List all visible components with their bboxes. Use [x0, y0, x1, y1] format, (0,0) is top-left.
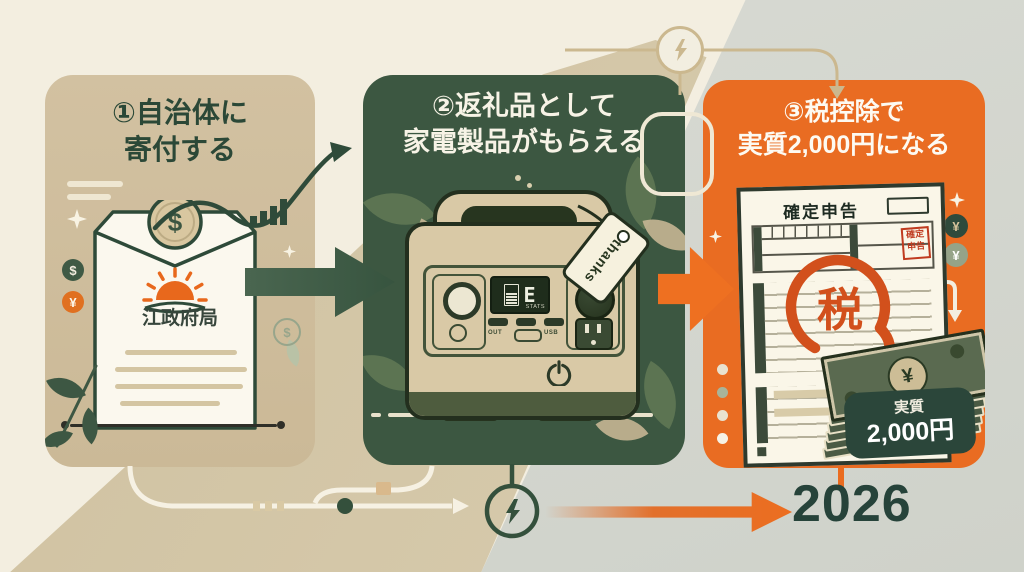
ground-dash: [371, 413, 381, 417]
decor-dot: [717, 364, 728, 375]
battery-display: E STATS: [490, 276, 550, 314]
ac-outlet-icon: [575, 318, 613, 350]
decor-dot: [717, 433, 728, 444]
control-panel: E STATS OUT USB: [423, 265, 625, 357]
down-arrowhead-icon: [829, 86, 845, 99]
port-slot: [544, 318, 564, 326]
flashlight-panel: [432, 274, 486, 350]
orange-connector-stub: [838, 466, 844, 490]
battery-icon: [504, 284, 520, 306]
document-text-line: [115, 384, 243, 389]
baseline: [70, 424, 277, 427]
municipality-name: 江政府局: [141, 308, 218, 329]
step3-title: ③税控除で 実質2,000円になる: [703, 96, 985, 162]
decor-dot: [717, 410, 728, 421]
display-value: E: [523, 283, 536, 307]
step2-title-line1: ②返礼品として: [431, 91, 617, 121]
step2-title-line2: 家電製品がもらえる: [402, 126, 646, 157]
power-symbol-icon: [546, 360, 572, 386]
dollar-coin-icon: $: [62, 259, 84, 281]
port-slot: [516, 318, 536, 326]
decor-dot: [515, 175, 521, 181]
step1-title-line1: ①自治体に: [112, 97, 248, 128]
document-title-box: [886, 196, 930, 215]
yen-symbol: ¥: [69, 294, 77, 310]
sun-logo-icon: [142, 267, 208, 314]
elbow-down-arrow: [923, 280, 962, 322]
yen-coin-icon: ¥: [62, 291, 84, 313]
right-arrowhead-icon: [453, 498, 469, 514]
route-node-dot: [337, 498, 353, 514]
step3-title-line1: ③税控除で: [783, 98, 905, 126]
decor-line: [67, 181, 123, 187]
baseline-dot: [277, 421, 285, 429]
decor-line: [67, 194, 111, 200]
down-arrowhead-icon: [948, 310, 962, 322]
oval-button: [514, 329, 542, 342]
coin-icon: ¥: [944, 214, 968, 238]
document-title: 確定申告: [782, 201, 860, 223]
document-text-line: [125, 350, 237, 355]
power-station-base-band: [409, 392, 636, 416]
small-round-button: [449, 324, 467, 342]
tax-kanji: 税: [817, 284, 863, 336]
badge-line2: 2,000円: [866, 415, 955, 449]
decor-rounded-outline: [640, 112, 714, 196]
decor-dot: [717, 387, 728, 398]
step3-panel: ③税控除で 実質2,000円になる 確定申告 確定申告: [703, 80, 985, 468]
yen-symbol: ¥: [952, 247, 960, 263]
dollar-symbol: $: [69, 262, 77, 278]
decor-dot: [527, 183, 532, 188]
banknote-deco-dot: [949, 343, 966, 360]
gift-tag-label: thanks: [580, 236, 626, 287]
timeline-year: 2026: [792, 475, 912, 533]
dollar-symbol: $: [283, 324, 291, 340]
document-text-line: [120, 401, 220, 406]
yen-symbol: ¥: [952, 218, 960, 234]
lightning-bolt-icon: [506, 499, 520, 524]
flashlight-lens-icon: [443, 282, 481, 320]
lightning-bolt-icon: [675, 39, 687, 61]
badge-line1: 実質: [893, 398, 925, 417]
net-cost-badge: 実質 2,000円: [843, 386, 977, 460]
display-label: STATS: [525, 304, 545, 310]
yen-symbol: ¥: [900, 363, 916, 388]
port-label-usb: USB: [544, 330, 559, 336]
step3-title-line2: 実質2,000円になる: [737, 131, 951, 159]
document-text-line: [115, 367, 247, 372]
document-check-square: [757, 447, 767, 457]
step2-title: ②返礼品として 家電製品がもらえる: [363, 89, 685, 160]
route-node-square: [376, 482, 391, 495]
yen-coin-icon: ¥: [944, 243, 968, 267]
port-slot: [488, 318, 508, 326]
lightning-circle-bottom: [484, 483, 540, 539]
dollar-outline-icon: $: [273, 318, 301, 346]
step2-panel: ②返礼品として 家電製品がもらえる: [363, 75, 685, 465]
port-label-out: OUT: [488, 330, 503, 336]
